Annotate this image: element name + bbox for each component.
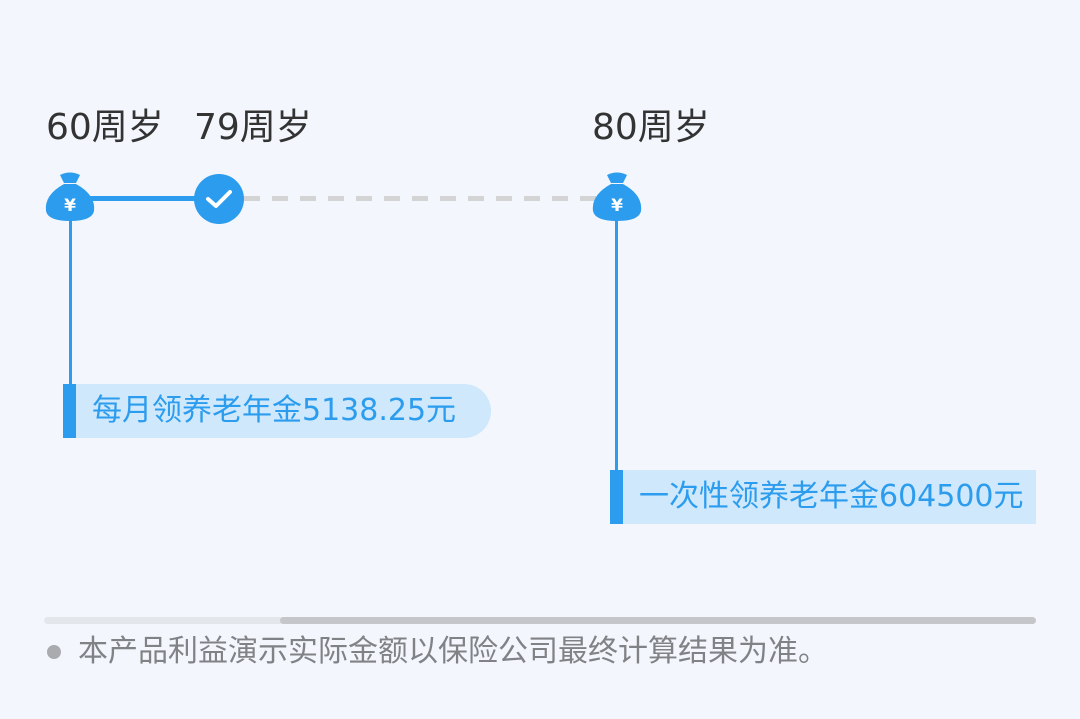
connector-line-60 bbox=[69, 214, 72, 386]
disclaimer-text: 本产品利益演示实际金额以保险公司最终计算结果为准。 bbox=[78, 634, 828, 669]
age-label-60: 60周岁 bbox=[46, 107, 164, 148]
bullet-dot-icon bbox=[47, 645, 61, 659]
yuan-symbol: ¥ bbox=[611, 196, 623, 216]
timeline-progress-line bbox=[70, 196, 220, 201]
connector-line-80 bbox=[615, 214, 618, 472]
age-label-80: 80周岁 bbox=[592, 107, 710, 148]
check-circle-icon bbox=[194, 174, 244, 224]
horizontal-scrollbar[interactable] bbox=[44, 617, 1036, 624]
payout-callout-lump-sum: 一次性领养老年金604500元 bbox=[610, 470, 1036, 524]
age-label-79: 79周岁 bbox=[194, 107, 312, 148]
disclaimer-note: 本产品利益演示实际金额以保险公司最终计算结果为准。 bbox=[44, 628, 1044, 676]
yuan-symbol: ¥ bbox=[64, 196, 76, 216]
scrollbar-thumb[interactable] bbox=[280, 617, 1036, 624]
payout-text-lump-sum: 一次性领养老年金604500元 bbox=[639, 479, 1024, 514]
money-bag-icon: ¥ bbox=[592, 172, 642, 221]
timeline-remaining-line bbox=[244, 196, 604, 201]
payout-callout-monthly: 每月领养老年金5138.25元 bbox=[63, 384, 491, 438]
payout-text-monthly: 每月领养老年金5138.25元 bbox=[92, 393, 457, 428]
callout-accent-bar bbox=[610, 470, 623, 524]
callout-accent-bar bbox=[63, 384, 76, 438]
money-bag-icon: ¥ bbox=[45, 172, 95, 221]
